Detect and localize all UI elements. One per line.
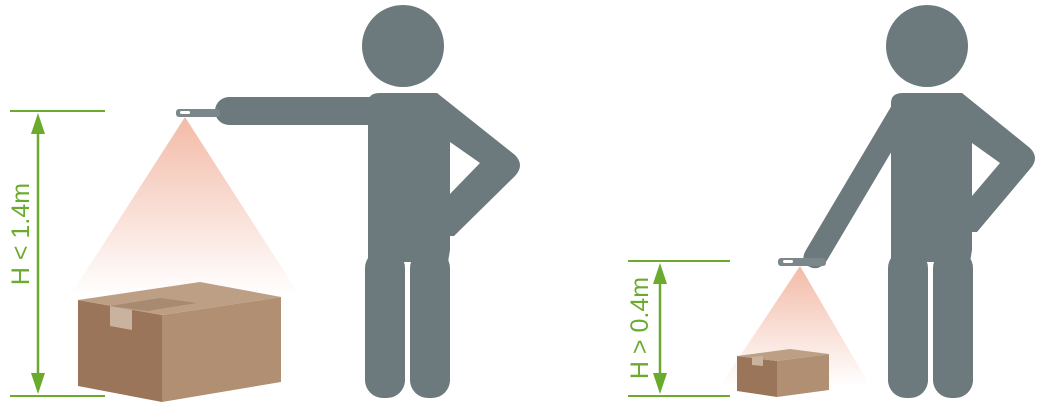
arrow-up-icon [31,113,45,134]
scan-beam-icon [70,117,300,296]
cardboard-box-icon [737,349,829,397]
arrow-down-icon [653,373,667,394]
right-height-dimension: H > 0.4m [626,261,730,396]
left-scenario: H < 1.4m [7,5,520,402]
arrow-up-icon [653,263,667,284]
handheld-scanner-icon [778,258,826,266]
right-height-label: H > 0.4m [626,277,654,379]
arrow-down-icon [31,373,45,394]
cardboard-box-icon [78,282,281,402]
right-scenario: H > 0.4m [626,5,1035,398]
handheld-scanner-icon [176,109,220,117]
left-height-label: H < 1.4m [7,183,35,285]
